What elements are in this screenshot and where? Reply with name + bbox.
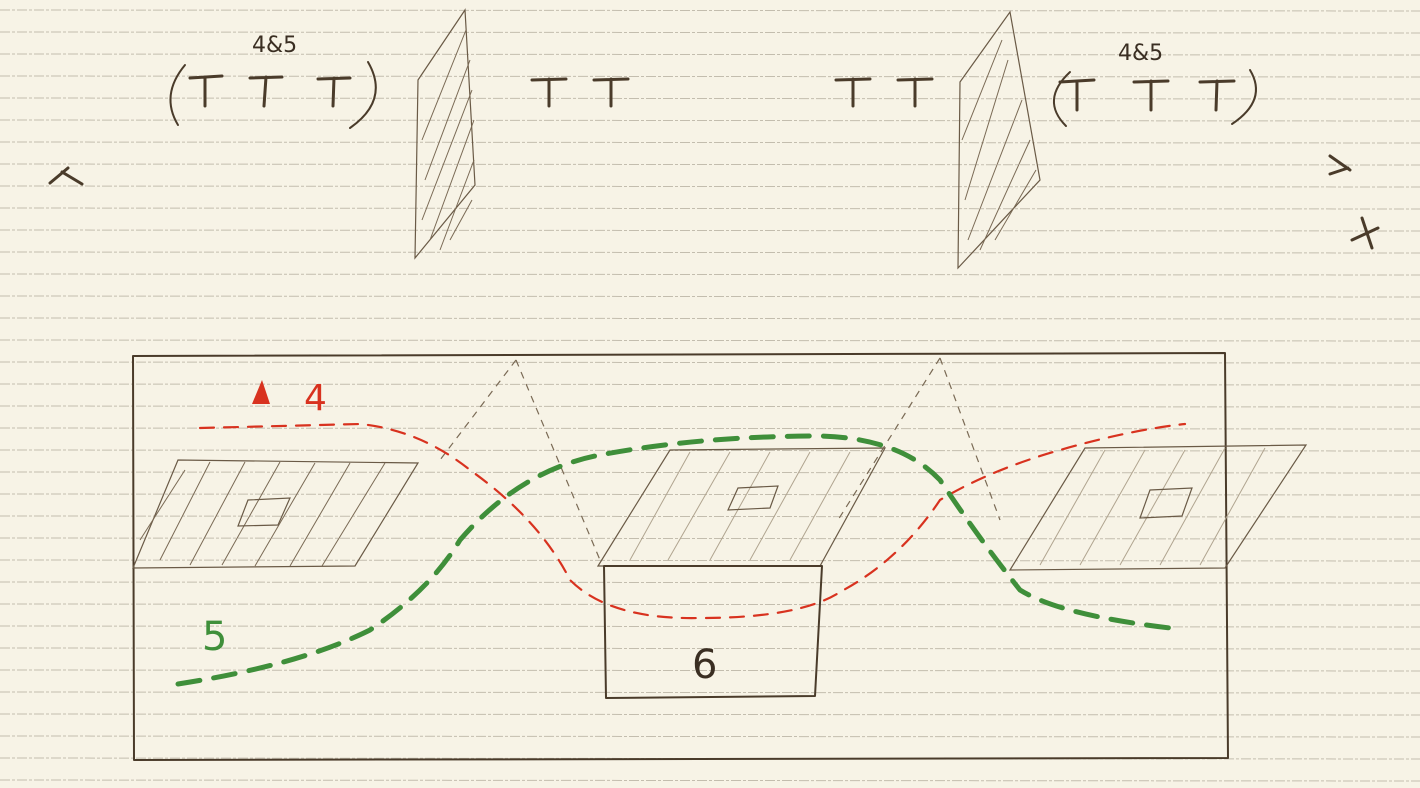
right-vertical-plane (958, 12, 1040, 268)
ruled-line (0, 10, 1420, 11)
t-marker (318, 78, 350, 106)
t-marker (190, 76, 222, 106)
left-edge-marker (50, 168, 82, 184)
right-floor-opening (1140, 488, 1192, 518)
right-edge-marker-lower (1352, 218, 1378, 248)
outer-room (133, 353, 1228, 760)
t-marker (594, 79, 628, 106)
t-marker (1134, 81, 1168, 110)
ruled-line (0, 120, 1420, 121)
ruled-line (0, 516, 1420, 517)
left-group-close-paren (350, 62, 376, 128)
ruled-line (0, 32, 1420, 33)
ruled-line (0, 340, 1420, 341)
t-marker (898, 79, 932, 106)
ruled-line (0, 692, 1420, 693)
ruled-line (0, 472, 1420, 473)
ruled-line (0, 736, 1420, 737)
ruled-line (0, 406, 1420, 407)
left-floor-plane (133, 460, 418, 568)
t-marker (250, 77, 282, 106)
green-path-label: 5 (202, 614, 227, 660)
left-group-open-paren (170, 65, 185, 125)
left-vertical-plane (415, 10, 475, 258)
ruled-line (0, 538, 1420, 539)
right-group-note: 4&5 (1118, 41, 1163, 66)
right-t-markers (1060, 80, 1234, 110)
left-t-markers (190, 76, 350, 106)
ruled-line (0, 780, 1420, 781)
right-group-close-paren (1232, 70, 1256, 124)
ruled-line (0, 54, 1420, 55)
red-path-label: 4 (304, 378, 327, 419)
red-path-four (200, 424, 1185, 618)
ruled-line (0, 98, 1420, 99)
ruled-line (0, 296, 1420, 297)
ruled-line (0, 318, 1420, 319)
t-marker (1200, 81, 1234, 110)
ruled-line (0, 164, 1420, 165)
ruled-line (0, 714, 1420, 715)
right-floor-plane (1010, 445, 1306, 570)
ruled-line (0, 230, 1420, 231)
t-marker (1060, 80, 1094, 110)
left-group-note: 4&5 (252, 33, 297, 58)
t-marker (532, 79, 566, 106)
ruled-line (0, 362, 1420, 363)
ruled-line (0, 274, 1420, 275)
t-marker (836, 79, 870, 106)
ruled-line (0, 186, 1420, 187)
box-six-label: 6 (692, 642, 717, 688)
ruled-line (0, 560, 1420, 561)
ruled-line (0, 252, 1420, 253)
middle-floor-plane (598, 448, 885, 566)
middle-t-markers (532, 79, 932, 106)
ruled-line (0, 142, 1420, 143)
ruled-line (0, 582, 1420, 583)
middle-floor-opening (728, 486, 778, 510)
red-arrow-marker (252, 380, 270, 404)
ruled-line (0, 208, 1420, 209)
ruled-line (0, 604, 1420, 605)
ruled-line (0, 384, 1420, 385)
ruled-line (0, 494, 1420, 495)
